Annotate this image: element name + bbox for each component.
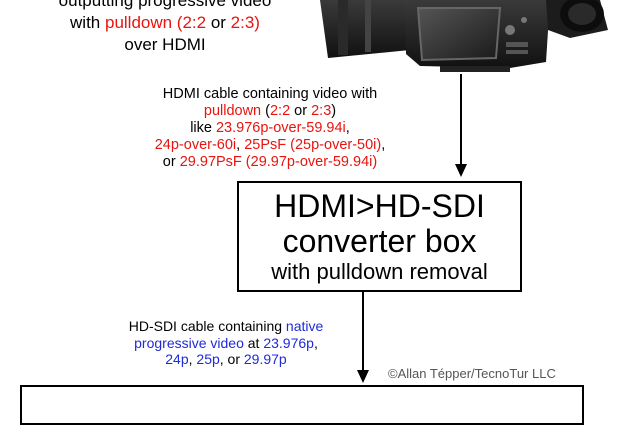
sdi-caption-line-1: HD-SDI cable containing native: [128, 318, 324, 334]
camera-output-line-1: outputting progressive video: [58, 0, 272, 10]
sdi-caption-line-3: 24p, 25p, or 29.97p: [165, 351, 287, 367]
hd-sdi-cable-caption: HD-SDI cable containing native progressi…: [100, 318, 352, 368]
sdi-caption-line-2: progressive video at 23.976p,: [134, 334, 318, 351]
hdmi-arrow-line: [460, 74, 462, 167]
hdmi-caption-line-4: 24p-over-60i, 25PsF (25p-over-50i),: [154, 137, 386, 153]
hdmi-caption-line-5: or 29.97PsF (29.97p-over-59.94i): [162, 154, 378, 170]
camera-output-caption: outputting progressive video with pulldo…: [0, 0, 330, 56]
hdmi-caption-line-1: HDMI cable containing video with: [162, 86, 378, 102]
destination-box: [20, 385, 584, 425]
camcorder-image: [320, 0, 608, 72]
converter-title: HDMI>HD-SDI: [274, 188, 485, 224]
converter-feature: with pulldown removal: [271, 259, 488, 284]
copyright-notice: ©Allan Tépper/TecnoTur LLC: [388, 366, 556, 381]
sdi-arrow-head-icon: [357, 370, 369, 383]
hdmi-caption-line-2: pulldown (2:2 or 2:3): [203, 103, 337, 119]
hdmi-caption-line-3: like 23.976p-over-59.94i,: [190, 120, 350, 136]
converter-box: HDMI>HD-SDI converter box with pulldown …: [237, 181, 522, 292]
hdmi-cable-caption: HDMI cable containing video with pulldow…: [150, 86, 390, 171]
camera-output-line-3: over HDMI: [124, 35, 206, 54]
hdmi-arrow-head-icon: [455, 164, 467, 177]
converter-subtitle: converter box: [282, 223, 477, 259]
camera-output-line-2: with pulldown (2:2 or 2:3): [70, 13, 260, 32]
sdi-arrow-line: [362, 292, 364, 372]
